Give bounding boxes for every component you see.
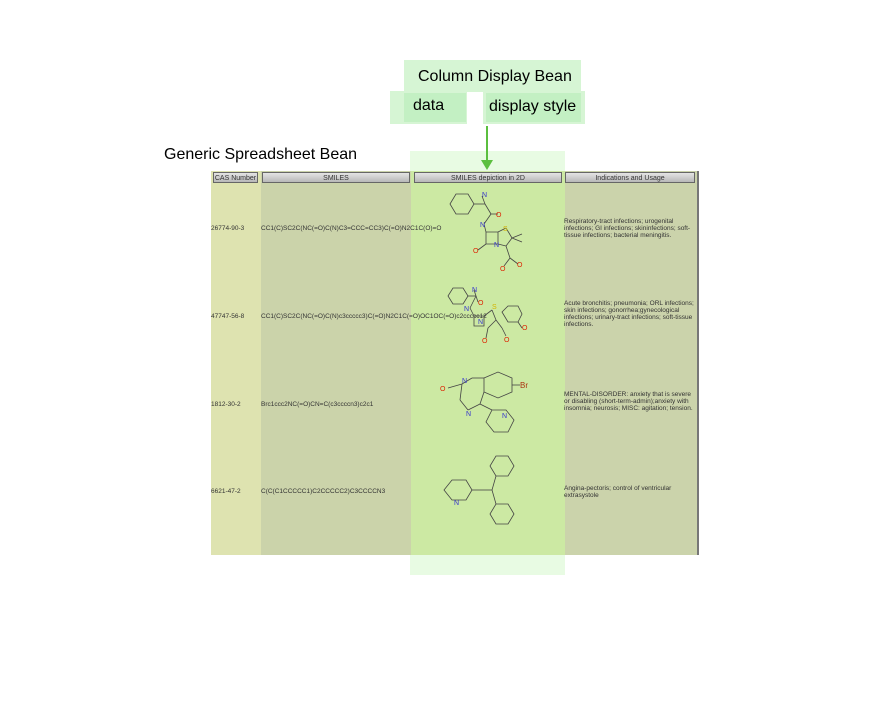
- column-smiles: [261, 171, 411, 555]
- atom-label: N: [478, 319, 483, 326]
- cell-smiles[interactable]: CC1(C)SC2C(NC(=O)C(N)C3=CCC=CC3)C(=O)N2C…: [261, 225, 442, 232]
- cell-cas[interactable]: 6621-47-2: [211, 488, 241, 495]
- molecule-depiction: Br N O N N: [440, 371, 528, 433]
- cell-smiles[interactable]: C(C(C1CCCCC1)C2CCCCC2)C3CCCCN3: [261, 488, 386, 495]
- down-arrow-icon: [481, 126, 493, 170]
- atom-label: N: [454, 500, 459, 507]
- cell-indications[interactable]: Acute bronchitis; pneumonia; ORL infecti…: [564, 300, 694, 328]
- atom-label: O: [496, 212, 502, 219]
- atom-label: S: [503, 226, 508, 233]
- atom-label: N: [462, 378, 467, 385]
- header-smiles[interactable]: SMILES: [262, 172, 410, 183]
- generic-spreadsheet-bean-label: Generic Spreadsheet Bean: [164, 146, 358, 163]
- column-display-bean-label: Column Display Bean: [418, 68, 572, 85]
- molecule-depiction: N O N S N O O O: [447, 287, 528, 345]
- cell-indications[interactable]: Angina-pectoris; control of ventricular …: [564, 485, 672, 499]
- column-smiles-2d: [411, 171, 565, 555]
- atom-label: O: [500, 266, 506, 273]
- cell-indications[interactable]: MENTAL-DISORDER: anxiety that is severe …: [564, 391, 693, 412]
- atom-label: N: [502, 413, 507, 420]
- header-indications[interactable]: Indications and Usage: [565, 172, 695, 183]
- atom-label: S: [492, 304, 497, 311]
- cell-smiles[interactable]: Brc1ccc2NC(=O)CN=C(c3ccccn3)c2c1: [261, 401, 374, 408]
- cell-cas[interactable]: 26774-90-3: [211, 225, 245, 232]
- atom-label: O: [517, 262, 523, 269]
- cell-cas[interactable]: 1812-30-2: [211, 401, 241, 408]
- atom-label: N: [472, 287, 477, 294]
- atom-label: N: [464, 306, 469, 313]
- atom-label: O: [522, 325, 528, 332]
- atom-label: N: [494, 242, 499, 249]
- atom-label: O: [504, 337, 510, 344]
- molecule-depiction: N: [443, 455, 515, 525]
- display-style-label: display style: [489, 98, 577, 115]
- column-display-bean-box: [404, 60, 581, 92]
- atom-label: N: [466, 411, 471, 418]
- cell-indications[interactable]: Respiratory-tract infections; urogenital…: [564, 218, 691, 239]
- atom-label: N: [480, 222, 485, 229]
- column-cas-number: [211, 171, 261, 555]
- cell-smiles[interactable]: CC1(C)SC2C(NC(=O)C(N)c3ccccc3)C(=O)N2C1C…: [261, 313, 487, 320]
- atom-label: O: [473, 248, 479, 255]
- data-label: data: [413, 97, 445, 114]
- data-box-inner: [404, 93, 466, 122]
- header-smiles-2d[interactable]: SMILES depiction in 2D: [414, 172, 562, 183]
- atom-label: O: [478, 300, 484, 307]
- display-style-box-inner: [486, 93, 581, 122]
- molecule-depiction: N O N S N O O O: [449, 192, 523, 273]
- atom-label: N: [482, 192, 487, 199]
- cell-cas[interactable]: 47747-56-8: [211, 313, 245, 320]
- column-indications: [565, 171, 697, 555]
- atom-label: O: [482, 338, 488, 345]
- header-cas-number[interactable]: CAS Number: [213, 172, 258, 183]
- atom-label: O: [440, 386, 446, 393]
- atom-label: Br: [520, 381, 528, 390]
